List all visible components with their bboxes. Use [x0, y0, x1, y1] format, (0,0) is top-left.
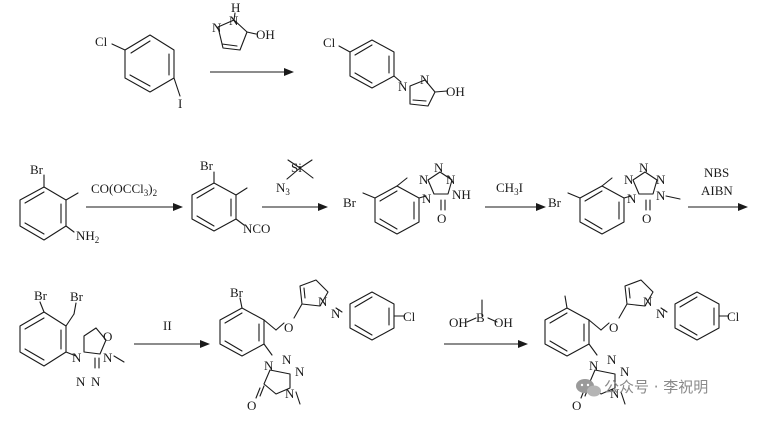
atom-n: N [91, 374, 101, 389]
atom-n: N [643, 294, 653, 309]
atom-br: Br [200, 158, 214, 173]
atom-b: B [476, 310, 485, 325]
bromo-ether-intermediate: Br O N N Cl N N N N O [219, 279, 416, 413]
phosgene-step: CO(OCCl3)2 [86, 181, 183, 211]
atom-n: N [656, 188, 666, 203]
atom-nh: NH [452, 187, 471, 202]
atom-cl: Cl [727, 309, 740, 324]
bromination-step: NBS AIBN [688, 165, 748, 211]
atom-n: N [72, 350, 82, 365]
atom-o: O [284, 320, 293, 335]
atom-oh: OH [256, 27, 275, 42]
atom-n: N [331, 306, 341, 321]
atom-n: N [419, 172, 429, 187]
atom-si: Si [291, 160, 302, 175]
atom-cl: Cl [323, 35, 336, 50]
final-product: O N N Cl N N N N O [544, 279, 740, 413]
atom-oh: OH [446, 84, 465, 99]
atom-br: Br [230, 285, 244, 300]
atom-n: N [610, 386, 620, 401]
atom-br: Br [548, 195, 562, 210]
atom-n: N [607, 352, 617, 367]
atom-n: N [422, 191, 432, 206]
atom-br: Br [343, 195, 357, 210]
tetrazolinone-nh: Br N N N N NH O [343, 160, 471, 235]
atom-n: N [282, 352, 292, 367]
atom-n: N [103, 350, 113, 365]
reagent-intermediate-ref: II [163, 318, 172, 333]
watermark: 公众号 · 李祝明 [576, 378, 708, 397]
atom-oh: OH [449, 315, 468, 330]
reaction-arrow [210, 68, 294, 76]
atom-n: N [212, 20, 222, 35]
atom-n: N [398, 79, 408, 94]
atom-cl: Cl [403, 309, 416, 324]
methyl-tetrazolinone: Br N N N N N O [548, 160, 681, 235]
atom-n: N [318, 294, 328, 309]
atom-n: N [420, 72, 430, 87]
atom-o: O [247, 398, 256, 413]
atom-h: H [231, 0, 240, 15]
atom-n: N [620, 364, 630, 379]
atom-o: O [103, 329, 112, 344]
atom-n: N [229, 13, 239, 28]
atom-n: N [264, 358, 274, 373]
reagent-methyl-iodide: CH3I [496, 180, 523, 197]
atom-nco: NCO [243, 221, 270, 236]
bromomethylphenyl-isocyanate: Br NCO [191, 158, 270, 236]
atom-oh: OH [494, 315, 513, 330]
atom-br: Br [30, 162, 44, 177]
atom-n: N [589, 358, 599, 373]
atom-n: N [76, 374, 86, 389]
atom-nh2: NH2 [76, 228, 99, 245]
atom-n: N [627, 191, 637, 206]
atom-n: N [434, 160, 444, 175]
watermark-text: 公众号 · 李祝明 [604, 378, 708, 396]
chloroiodobenzene: Cl I [95, 34, 182, 111]
atom-n: N [656, 306, 666, 321]
suzuki-step: B OH OH [444, 299, 528, 348]
wechat-icon [576, 379, 601, 397]
atom-n: N [446, 172, 456, 187]
atom-o: O [437, 211, 446, 226]
chlorophenyl-hydroxypyrazole: Cl N N OH [323, 35, 465, 107]
atom-n: N [639, 160, 649, 175]
atom-n3: N3 [276, 180, 290, 197]
tms-azide-step: Si N3 [262, 159, 328, 211]
bromomethyl-tetrazolinone: Br Br N N N N O [19, 288, 125, 389]
atom-cl: Cl [95, 34, 108, 49]
atom-o: O [609, 320, 618, 335]
atom-n: N [624, 172, 634, 187]
atom-i: I [178, 96, 182, 111]
atom-n: N [285, 386, 295, 401]
reagent-aibn: AIBN [701, 183, 733, 198]
methylation-step: CH3I [485, 180, 546, 211]
reagent-phosgene: CO(OCCl3)2 [91, 181, 157, 198]
bromomethylaniline: Br NH2 [19, 162, 99, 245]
coupling-step: II [134, 318, 210, 348]
atom-o: O [572, 398, 581, 413]
atom-br: Br [34, 288, 48, 303]
reagent-nbs: NBS [704, 165, 729, 180]
atom-o: O [642, 211, 651, 226]
atom-n: N [656, 172, 666, 187]
atom-br: Br [70, 289, 84, 304]
atom-n: N [295, 364, 305, 379]
hydroxypyrazole-reagent: H N N OH [212, 0, 275, 51]
